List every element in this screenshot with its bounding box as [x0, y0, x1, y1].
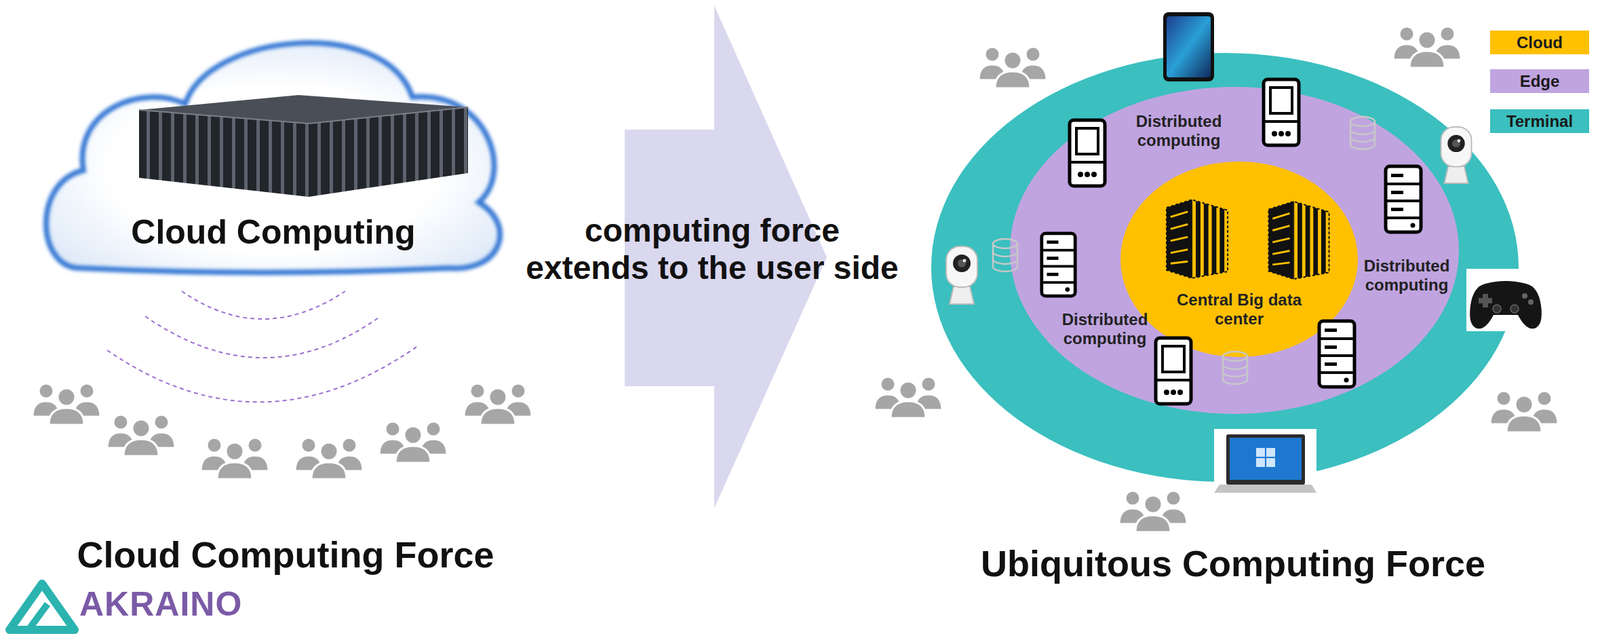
datacenter-icon: [1166, 199, 1228, 279]
text-holder: Central Big data center: [1172, 290, 1306, 328]
user-group-icon: [1119, 490, 1187, 532]
text-holder: Cloud Computing: [63, 212, 484, 253]
user-group-icon: [874, 376, 943, 418]
server-icon: [1069, 120, 1105, 186]
node-text: Cloud Computing: [63, 212, 484, 253]
edge-ring-fill: [1009, 86, 1459, 414]
user-group-icon: [978, 46, 1047, 89]
node-text: Ubiquitous Computing Force: [948, 541, 1518, 584]
legend-text: Edge: [1519, 71, 1560, 91]
user-group-icon: [32, 383, 101, 425]
node-text: Distributed computing: [1359, 256, 1455, 294]
arrow-shape: computing force extends to the user side: [501, 5, 923, 509]
edge-ring: Distributed computingDistributed computi…: [1009, 86, 1459, 414]
node-text: Distributed computing: [1131, 111, 1227, 150]
server-icon: [1385, 166, 1421, 232]
cloud-core: Central Big data center: [1120, 161, 1358, 357]
terminal-ring-fill: [931, 52, 1519, 482]
cloud-core-fill: [1120, 161, 1358, 357]
text-holder: Distributed computing: [1057, 309, 1153, 348]
node-text: Distributed computing: [1057, 309, 1153, 348]
legend-swatch: Cloud: [1490, 30, 1590, 55]
text-holder: Distributed computing: [1359, 256, 1455, 294]
signal-arcs: [107, 290, 419, 402]
edge-ring-outline: [1009, 86, 1459, 414]
text-holder: Distributed computing: [1131, 111, 1227, 150]
text-holder: Cloud Computing Force: [41, 533, 530, 576]
phone-icon: [1163, 12, 1215, 82]
text-holder: Ubiquitous Computing Force: [948, 541, 1518, 584]
text-holder: AKRAINO: [79, 584, 270, 624]
user-groups: [32, 26, 1558, 532]
laptop-icon: [1214, 428, 1317, 496]
cloud-outline: [46, 42, 500, 272]
terminal-ring: Ubiquitous Computing Force Distributed co…: [931, 52, 1519, 596]
user-group-icon: [295, 437, 363, 479]
legend-swatch: Terminal: [1490, 109, 1590, 133]
server-icon: [1319, 320, 1355, 387]
text-holder: computing force extends to the user side: [522, 211, 903, 287]
server-icon: [1263, 79, 1299, 146]
legend-text: Terminal: [1506, 111, 1573, 131]
node-text: Central Big data center: [1172, 290, 1306, 328]
cloud-shape: Cloud Computing: [25, 15, 521, 281]
user-group-icon: [1490, 390, 1558, 433]
user-group-icon: [463, 383, 532, 425]
gamepad-icon: [1466, 268, 1544, 331]
legend-text: Cloud: [1516, 33, 1563, 53]
server-icon: [1155, 337, 1192, 404]
user-group-icon: [1393, 26, 1461, 68]
section-caption: Cloud Computing Force: [41, 533, 530, 576]
cloud-fill: [46, 42, 500, 272]
server-icon: [1041, 233, 1076, 296]
legend-swatch: Edge: [1490, 69, 1590, 93]
user-group-icon: [379, 421, 447, 463]
datacenter-icon: [1268, 201, 1329, 279]
user-group-icon: [200, 437, 269, 479]
logo-wordmark: AKRAINO: [79, 584, 270, 624]
node-text: computing force extends to the user side: [522, 211, 903, 287]
logo-mark: [9, 583, 75, 630]
user-group-icon: [107, 414, 175, 456]
